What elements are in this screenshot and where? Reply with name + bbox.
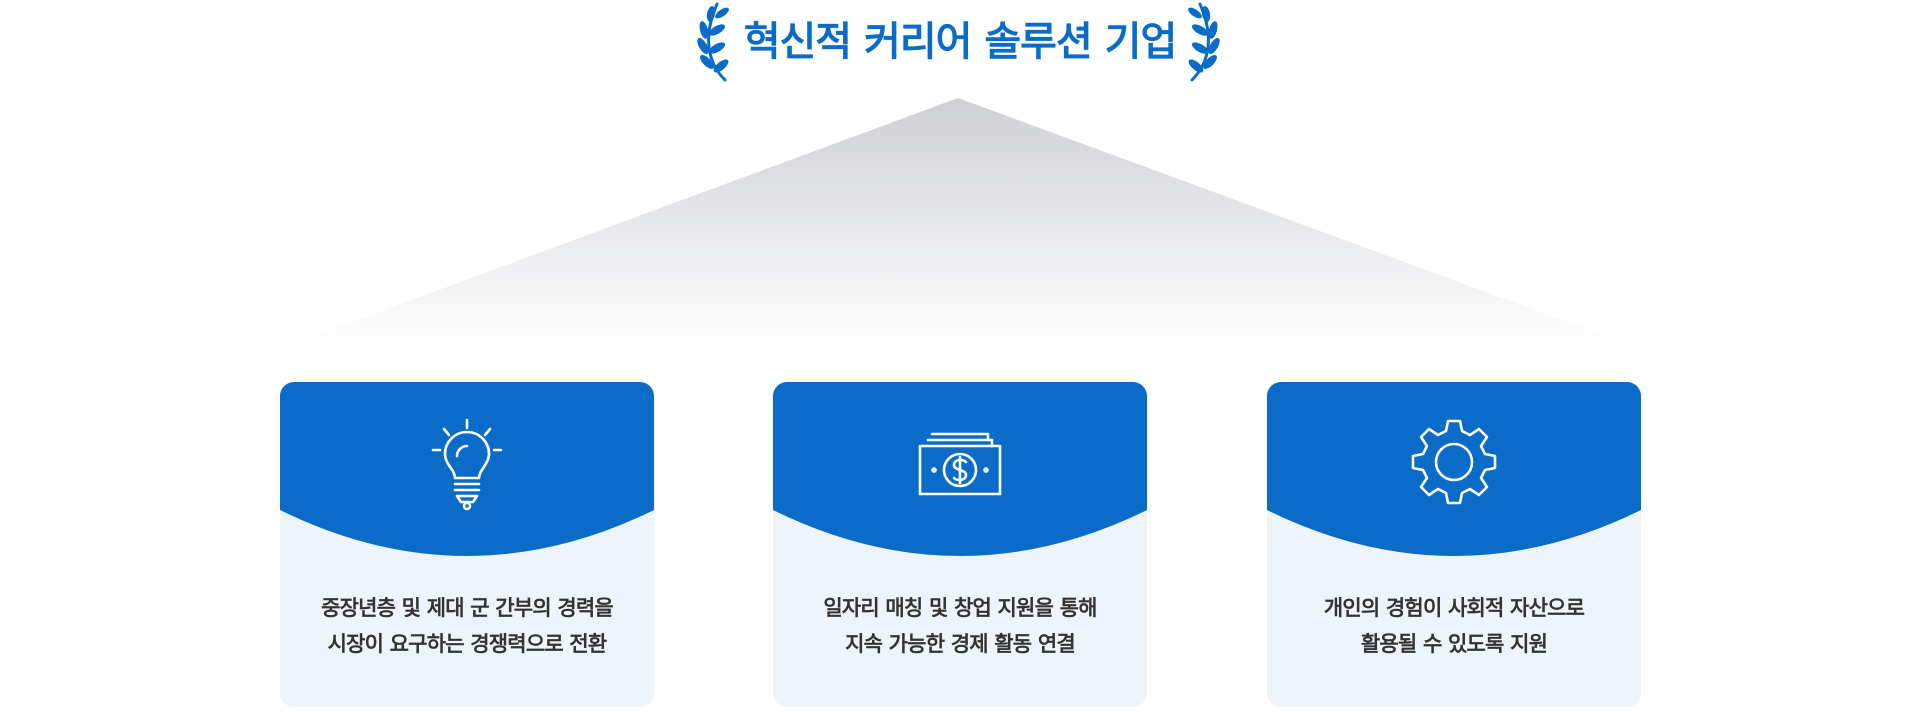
- card-text-line2: 지속 가능한 경제 활동 연결: [845, 632, 1076, 656]
- lightbulb-icon: [431, 418, 503, 511]
- feature-card-jobs: 일자리 매칭 및 창업 지원을 통해 지속 가능한 경제 활동 연결: [773, 382, 1147, 707]
- feature-card-experience: 개인의 경험이 사회적 자산으로 활용될 수 있도록 지원: [1267, 382, 1641, 707]
- page-title: 혁신적 커리어 솔루션 기업: [743, 19, 1178, 65]
- laurel-right-icon: [1188, 2, 1220, 82]
- card-header-shape: [280, 382, 654, 556]
- laurel-left-icon: [697, 2, 729, 82]
- card-description: 중장년층 및 제대 군 간부의 경력을 시장이 요구하는 경쟁력으로 전환: [290, 590, 644, 662]
- feature-card-career: 중장년층 및 제대 군 간부의 경력을 시장이 요구하는 경쟁력으로 전환: [280, 382, 654, 707]
- money-bill-icon: [918, 432, 1002, 496]
- card-text-line1: 중장년층 및 제대 군 간부의 경력을: [321, 596, 614, 620]
- card-text-line1: 개인의 경험이 사회적 자산으로: [1323, 596, 1585, 620]
- header: 혁신적 커리어 솔루션 기업: [0, 0, 1920, 90]
- card-header-shape: [1267, 382, 1641, 556]
- card-text-line1: 일자리 매칭 및 창업 지원을 통해: [823, 596, 1097, 620]
- card-text-line2: 시장이 요구하는 경쟁력으로 전환: [327, 632, 608, 656]
- card-text-line2: 활용될 수 있도록 지원: [1360, 632, 1548, 656]
- gear-icon: [1411, 419, 1497, 505]
- card-description: 개인의 경험이 사회적 자산으로 활용될 수 있도록 지원: [1277, 590, 1631, 662]
- card-description: 일자리 매칭 및 창업 지원을 통해 지속 가능한 경제 활동 연결: [783, 590, 1137, 662]
